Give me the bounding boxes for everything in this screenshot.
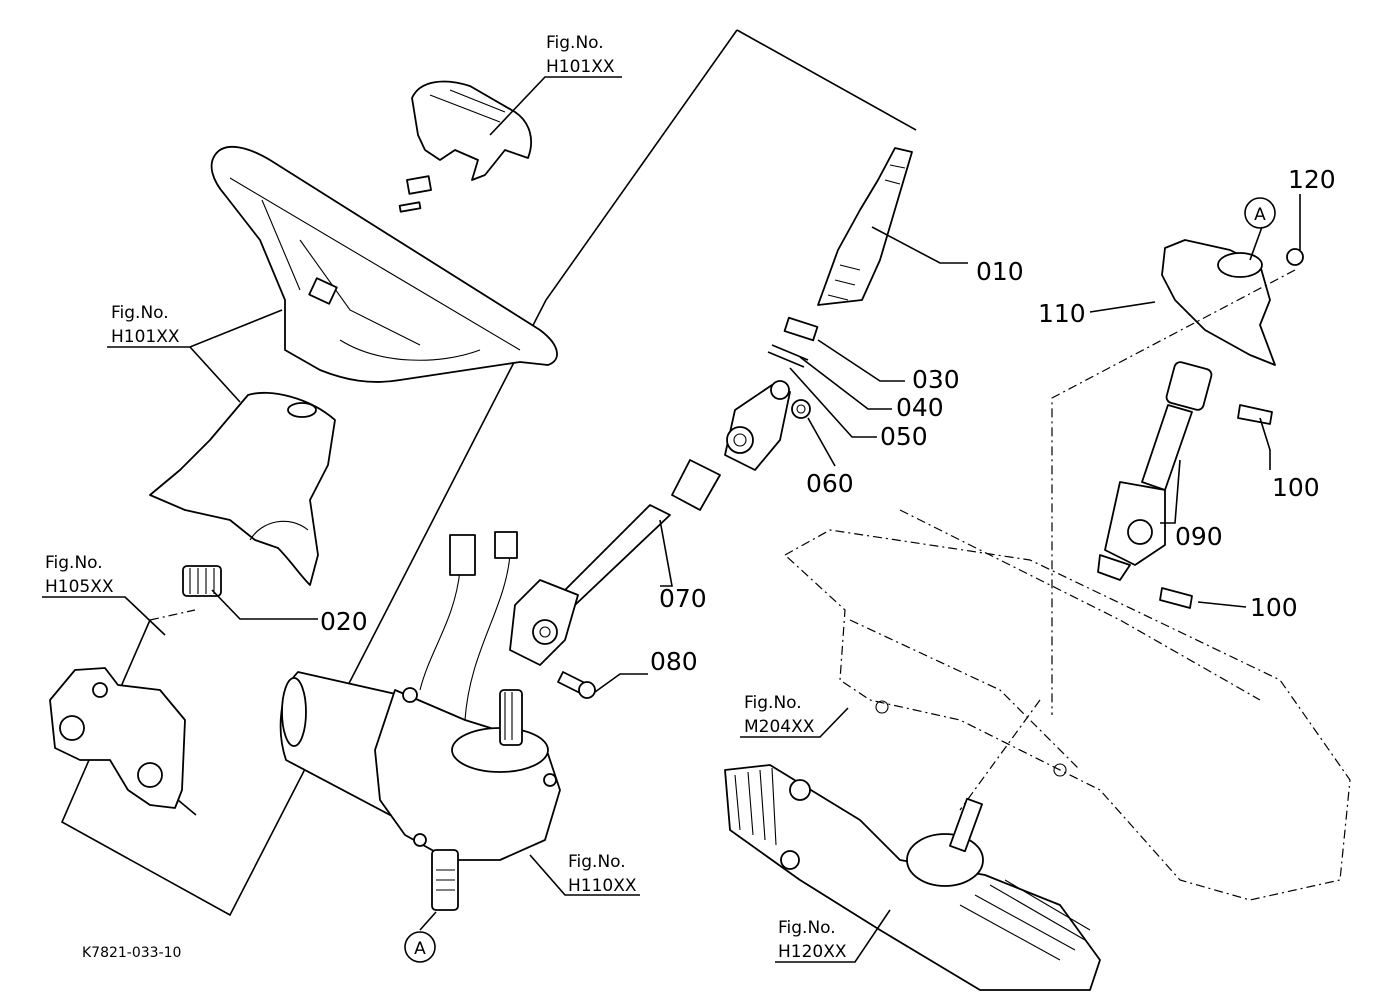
label-010: 010 <box>976 257 1024 286</box>
fig-ref-number: H120XX <box>778 942 847 962</box>
shaft-support-part <box>1161 239 1304 366</box>
fig-ref-m204: Fig.No. M204XX <box>744 693 815 737</box>
marker-a-bottom: A <box>404 931 436 963</box>
fig-ref-h110: Fig.No. H110XX <box>568 852 637 896</box>
label-120: 120 <box>1288 165 1336 194</box>
column-bracket-part <box>49 667 197 816</box>
bushing-part <box>182 565 222 597</box>
fig-ref-h105: Fig.No. H105XX <box>45 553 114 597</box>
steering-rack-part <box>724 764 1101 991</box>
fig-ref-h101-top: Fig.No. H101XX <box>546 33 615 77</box>
intermediate-shaft-part <box>509 380 791 666</box>
fig-ref-prefix: Fig.No. <box>546 33 604 53</box>
horn-cap-part <box>398 80 532 213</box>
nut-part <box>791 399 811 419</box>
fig-ref-prefix: Fig.No. <box>45 553 103 573</box>
marker-a-top-letter: A <box>1254 205 1266 225</box>
lower-shaft-part <box>1097 361 1213 581</box>
label-090: 090 <box>1175 522 1223 551</box>
fig-ref-number: M204XX <box>744 717 815 737</box>
fig-ref-number: H101XX <box>111 327 180 347</box>
label-110: 110 <box>1038 299 1086 328</box>
fig-ref-number: H105XX <box>45 577 114 597</box>
label-100-upper: 100 <box>1272 473 1320 502</box>
fig-ref-prefix: Fig.No. <box>744 693 802 713</box>
frame-body <box>783 509 1351 901</box>
label-050: 050 <box>880 422 928 451</box>
column-cover-part <box>149 391 336 586</box>
fig-ref-h120: Fig.No. H120XX <box>778 918 847 962</box>
leader-lines <box>42 76 1301 963</box>
label-060: 060 <box>806 469 854 498</box>
bolt-part <box>557 671 596 699</box>
label-030: 030 <box>912 365 960 394</box>
drawing-code: K7821-033-10 <box>82 945 181 961</box>
label-080: 080 <box>650 647 698 676</box>
label-070: 070 <box>659 584 707 613</box>
bolts-100 <box>1159 404 1273 609</box>
fig-ref-prefix: Fig.No. <box>111 303 169 323</box>
label-040: 040 <box>896 393 944 422</box>
fig-ref-number: H101XX <box>546 57 615 77</box>
power-steering-unit <box>279 531 561 911</box>
label-100-lower: 100 <box>1250 593 1298 622</box>
shaft-centreline <box>1051 269 1296 715</box>
steering-wheel-part <box>210 146 558 383</box>
fig-ref-h101-left: Fig.No. H101XX <box>111 303 180 347</box>
fig-ref-prefix: Fig.No. <box>778 918 836 938</box>
marker-a-bottom-letter: A <box>414 939 426 959</box>
fig-ref-number: H110XX <box>568 876 637 896</box>
marker-a-top: A <box>1244 197 1276 229</box>
label-020: 020 <box>320 607 368 636</box>
fig-ref-prefix: Fig.No. <box>568 852 626 872</box>
upper-shaft-part <box>817 147 913 306</box>
collar-part <box>767 316 819 368</box>
